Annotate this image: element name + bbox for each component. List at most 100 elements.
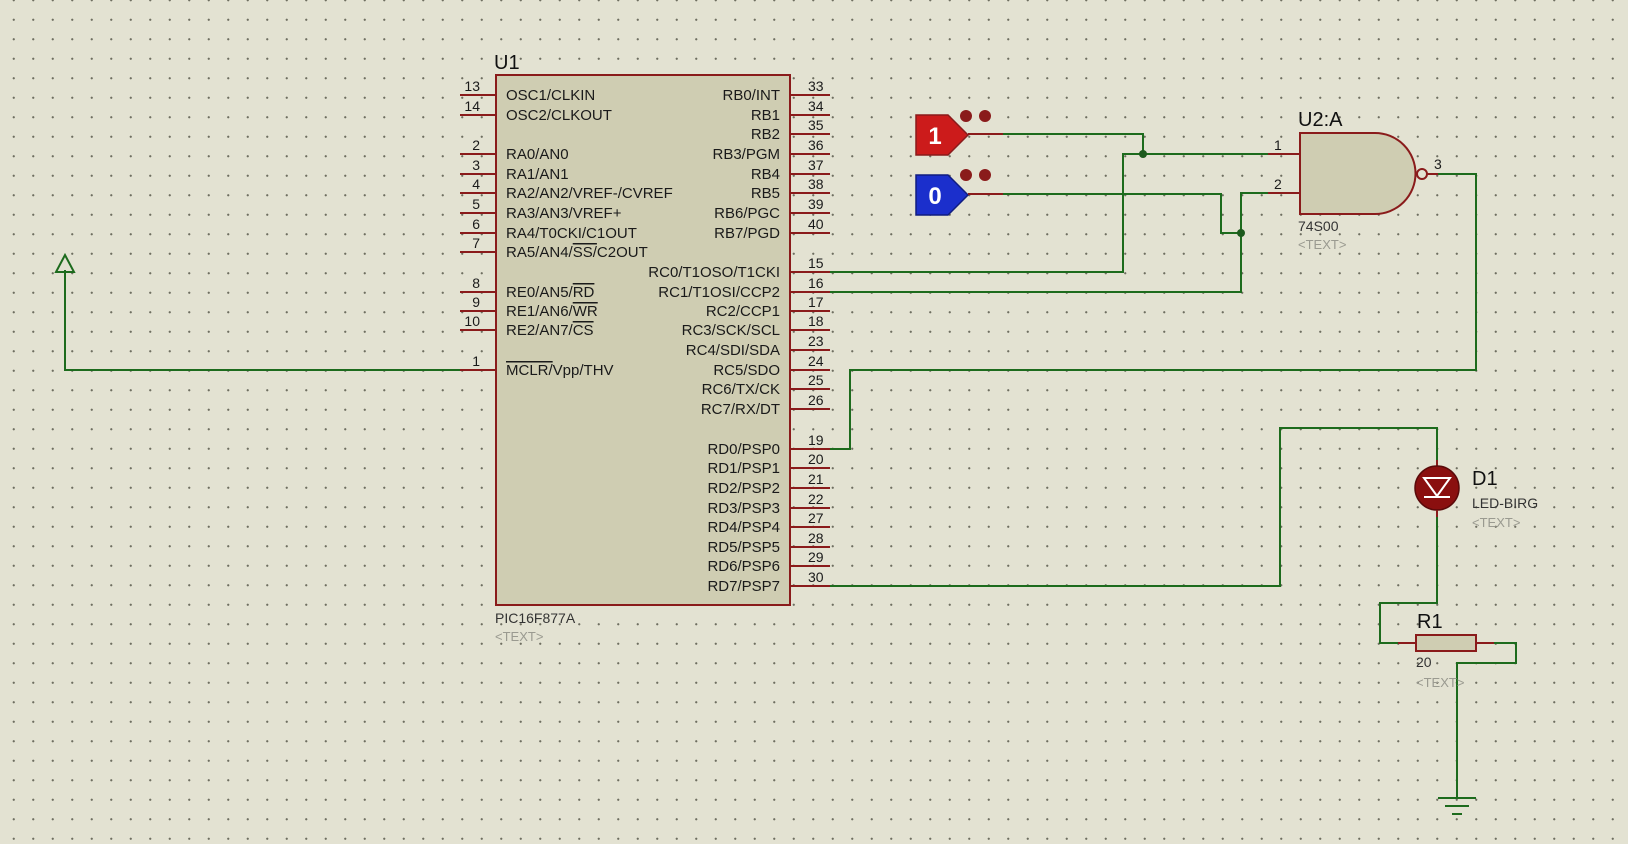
u1-pin-number: 39 <box>808 196 824 212</box>
u1-pin-label: RB0/INT <box>722 87 780 104</box>
wire-nand-out-to-rd0[interactable] <box>830 173 1477 450</box>
u1-pin-number: 20 <box>808 451 824 467</box>
u1-pin-label: RA5/AN4/SS/C2OUT <box>506 244 648 261</box>
u1-right-pins: 3334353637383940151617182324252619202122… <box>790 78 830 587</box>
u1-pin-number: 23 <box>808 333 824 349</box>
u1-pin-label: RA0/AN0 <box>506 146 569 163</box>
u2-pin-out-number: 3 <box>1434 156 1442 172</box>
wire-rc1-to-nand-in2[interactable] <box>830 192 1293 293</box>
u1-right-labels: RB0/INTRB1RB2RB3/PGMRB4RB5RB6/PGCRB7/PGD… <box>648 87 780 595</box>
u1-pin-number: 36 <box>808 137 824 153</box>
u1-pin-number: 19 <box>808 432 824 448</box>
nand-inversion-bubble-icon <box>1416 168 1428 180</box>
r1-value: 20 <box>1416 654 1432 670</box>
u1-pin-number: 29 <box>808 549 824 565</box>
wire-resistor-to-ground[interactable] <box>1456 642 1517 798</box>
led-icon <box>1414 465 1460 511</box>
u1-pin-label: RE2/AN7/CS <box>506 322 594 339</box>
power-terminal[interactable] <box>54 252 76 273</box>
u1-pin-number: 21 <box>808 471 824 487</box>
r1-text-placeholder: <TEXT> <box>1416 675 1464 690</box>
logic-high-probe-icon <box>915 114 970 156</box>
u2-nand-gate[interactable]: U2:A 1 2 3 74S00 <TEXT> <box>1268 109 1442 252</box>
u1-pin-label: RC3/SCK/SCL <box>682 322 780 339</box>
u1-pin-number: 15 <box>808 255 824 271</box>
logic-low-led-icon <box>960 169 972 181</box>
u1-pin-number: 7 <box>472 235 480 251</box>
wire-logic-high-to-nand-in1[interactable] <box>1003 133 1293 155</box>
wire-rc0-to-nand-in1[interactable] <box>830 153 1143 273</box>
d1-led[interactable]: D1 LED-BIRG <TEXT> <box>1414 460 1538 530</box>
u1-pin-number: 18 <box>808 313 824 329</box>
u1-pin-number: 14 <box>464 98 480 114</box>
u1-left-labels: OSC1/CLKINOSC2/CLKOUTRA0/AN0RA1/AN1RA2/A… <box>506 87 673 379</box>
u1-pin-label: RC2/CCP1 <box>706 303 780 320</box>
u1-pin-label: RC6/TX/CK <box>702 381 780 398</box>
u1-pin-number: 40 <box>808 216 824 232</box>
u1-pin-label: RB1 <box>751 107 780 124</box>
u1-pin-label: RD3/PSP3 <box>707 500 780 517</box>
u1-pin-number: 38 <box>808 176 824 192</box>
wire-rd7-to-led[interactable] <box>830 427 1438 587</box>
u1-pin-label: RB4 <box>751 166 780 183</box>
u1-pin-number: 6 <box>472 216 480 232</box>
logic-high-led-icon <box>960 110 972 122</box>
u1-pin-number: 34 <box>808 98 824 114</box>
u1-pin-number: 4 <box>472 176 480 192</box>
u1-pin-label: RB7/PGD <box>714 225 780 242</box>
u1-pin-number: 10 <box>464 313 480 329</box>
u1-pin-label: RD1/PSP1 <box>707 460 780 477</box>
logic-low-led-icon <box>979 169 991 181</box>
u1-pin-label: OSC2/CLKOUT <box>506 107 612 124</box>
u1-pin-number: 8 <box>472 275 480 291</box>
u1-pin-number: 5 <box>472 196 480 212</box>
u1-pin-label: RE1/AN6/WR <box>506 303 598 320</box>
u1-pin-number: 22 <box>808 491 824 507</box>
wire-led-to-resistor[interactable] <box>1379 510 1438 644</box>
wires <box>64 133 1517 798</box>
u1-pin-label: RB3/PGM <box>712 146 780 163</box>
wire-mclr-to-power[interactable] <box>64 270 460 371</box>
u1-pin-label: RD5/PSP5 <box>707 539 780 556</box>
u2-reference: U2:A <box>1298 109 1343 131</box>
u1-pin-number: 27 <box>808 510 824 526</box>
u1-pin-number: 3 <box>472 157 480 173</box>
u1-pin-label: RC5/SDO <box>713 362 780 379</box>
u1-pin-number: 9 <box>472 294 480 310</box>
ground-terminal[interactable] <box>1438 797 1476 815</box>
u1-pin-number: 28 <box>808 530 824 546</box>
d1-part-name: LED-BIRG <box>1472 495 1538 511</box>
u1-body <box>495 74 791 606</box>
u1-pin-label: RD4/PSP4 <box>707 519 780 536</box>
u1-pin-number: 25 <box>808 372 824 388</box>
u2-pin-in2-number: 2 <box>1274 176 1282 192</box>
u1-pin-number: 2 <box>472 137 480 153</box>
u1-pin-number: 17 <box>808 294 824 310</box>
r1-resistor[interactable]: R1 20 <TEXT> <box>1398 611 1494 690</box>
nand-gate-icon <box>1299 132 1417 215</box>
logic-high-led-icon <box>979 110 991 122</box>
u1-pin-label: RD0/PSP0 <box>707 441 780 458</box>
u1-pin-label: RD6/PSP6 <box>707 558 780 575</box>
wire-logic-low-to-nand-in2[interactable] <box>1003 193 1241 234</box>
u1-pin-label: RC4/SDI/SDA <box>686 342 780 359</box>
logic-low-value: 0 <box>928 183 941 210</box>
u1-pin-label: RA4/T0CKI/C1OUT <box>506 225 637 242</box>
u1-pin-label: RA2/AN2/VREF-/CVREF <box>506 185 673 202</box>
logic-state-high[interactable]: 1 <box>915 110 1003 156</box>
u1-pin-label: RA3/AN3/VREF+ <box>506 205 622 222</box>
diode-symbol-icon <box>1422 477 1452 498</box>
logic-state-low[interactable]: 0 <box>915 169 1003 216</box>
u1-pin-label: RD7/PSP7 <box>707 578 780 595</box>
u1-pin-label: RB6/PGC <box>714 205 780 222</box>
u2-text-placeholder: <TEXT> <box>1298 237 1346 252</box>
u1-pin-label: MCLR/Vpp/THV <box>506 362 614 379</box>
r1-reference: R1 <box>1417 611 1443 633</box>
d1-reference: D1 <box>1472 468 1498 490</box>
resistor-icon <box>1415 634 1477 652</box>
u1-text-placeholder: <TEXT> <box>495 629 543 644</box>
u1-pin-label: RC0/T1OSO/T1CKI <box>648 264 780 281</box>
